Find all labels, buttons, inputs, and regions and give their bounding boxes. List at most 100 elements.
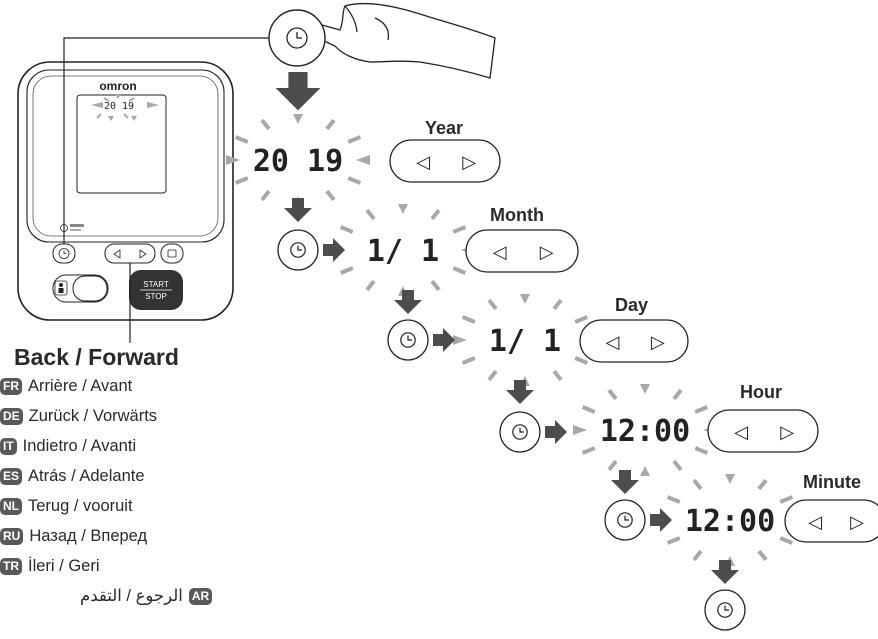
- flash-ray-group: [573, 384, 717, 476]
- svg-text:STOP: STOP: [145, 292, 167, 301]
- down-arrow-icon: [394, 290, 422, 314]
- clock-button[interactable]: [499, 411, 541, 453]
- right-arrow-icon: [323, 238, 345, 262]
- flash-ray: [339, 225, 354, 234]
- clock-button[interactable]: [277, 229, 319, 271]
- flash-ray: [552, 298, 563, 311]
- forward-icon: ▷: [462, 152, 476, 173]
- flash-ray-group: [453, 294, 597, 386]
- back-icon: ◁: [416, 152, 430, 173]
- clock-button[interactable]: [604, 499, 646, 541]
- flash-ray: [487, 298, 498, 311]
- flash-ray: [430, 208, 441, 221]
- step-label-year: Year: [425, 118, 464, 138]
- flash-ray: [640, 384, 650, 394]
- step-nav-buttons: ◁▷◁▷◁▷◁▷◁▷: [389, 139, 878, 543]
- flash-ray: [694, 405, 709, 414]
- step-label-hour: Hour: [740, 382, 782, 402]
- flash-ray: [234, 135, 249, 144]
- forward-icon: ▷: [540, 242, 554, 263]
- step-display-value: 20 19: [253, 144, 343, 179]
- back-forward-button[interactable]: ◁▷: [389, 139, 501, 183]
- clock-button-final[interactable]: [704, 589, 746, 631]
- start-stop-button[interactable]: START STOP: [129, 270, 183, 310]
- flash-ray: [452, 266, 467, 275]
- back-forward-button[interactable]: ◁▷: [579, 319, 689, 363]
- back-icon: ◁: [605, 332, 619, 353]
- flash-ray: [234, 176, 249, 185]
- lang-code-badge: TR: [0, 557, 22, 575]
- flash-ray: [260, 189, 271, 202]
- flash-ray: [552, 369, 563, 382]
- flash-ray: [226, 155, 240, 165]
- right-arrow-icon: [433, 328, 455, 352]
- lang-code-badge: AR: [188, 587, 213, 605]
- flash-ray: [487, 369, 498, 382]
- flash-ray: [325, 118, 336, 131]
- mini-screen-flash-rays: [91, 94, 159, 121]
- step-display-value: 1/ 1: [489, 324, 561, 359]
- flash-ray: [607, 459, 618, 472]
- flash-ray: [398, 204, 408, 214]
- right-arrow-icon: [545, 420, 567, 444]
- back-icon: ◁: [493, 242, 507, 263]
- flash-ray: [339, 266, 354, 275]
- back-forward-button-small[interactable]: [104, 243, 156, 264]
- clock-button-large[interactable]: [268, 9, 326, 67]
- down-arrow-icon: [275, 72, 321, 111]
- lang-code-badge: FR: [0, 377, 22, 395]
- flash-ray: [666, 495, 681, 504]
- flash-ray: [581, 446, 596, 455]
- flash-ray: [461, 315, 476, 324]
- flash-ray: [672, 388, 683, 401]
- flash-ray: [757, 549, 768, 562]
- flash-ray: [692, 478, 703, 491]
- flash-ray: [520, 294, 530, 304]
- flash-ray: [356, 155, 370, 165]
- flash-ray: [694, 446, 709, 455]
- back-icon: ◁: [734, 422, 748, 443]
- back-forward-button[interactable]: ◁▷: [465, 229, 579, 273]
- hand-pointer-icon: [295, 2, 496, 79]
- down-arrow-icon: [284, 198, 312, 222]
- flash-ray: [347, 176, 362, 185]
- lang-code-badge: NL: [0, 497, 22, 515]
- flash-ray: [692, 549, 703, 562]
- clock-button[interactable]: [387, 319, 429, 361]
- flash-ray: [325, 189, 336, 202]
- step-label-month: Month: [490, 205, 544, 225]
- back-forward-button[interactable]: ◁▷: [784, 499, 878, 543]
- step-label-day: Day: [615, 295, 649, 315]
- step-display-value: 12:00: [685, 504, 775, 539]
- flash-ray: [574, 356, 589, 365]
- lang-code-badge: IT: [0, 437, 17, 455]
- right-arrow-icon: [650, 508, 672, 532]
- back-forward-button[interactable]: ◁▷: [707, 409, 819, 453]
- flash-ray: [347, 135, 362, 144]
- memory-button[interactable]: [160, 243, 184, 264]
- step-display-value: 1/ 1: [367, 234, 439, 269]
- leader-lines: [63, 37, 270, 343]
- lang-code-badge: DE: [0, 407, 23, 425]
- clock-button[interactable]: [52, 243, 76, 264]
- step-label-minute: Minute: [803, 472, 861, 492]
- flash-ray: [452, 225, 467, 234]
- step-display-value: 12:00: [600, 414, 690, 449]
- flash-ray: [365, 279, 376, 292]
- flash-ray: [607, 388, 618, 401]
- flash-ray: [779, 495, 794, 504]
- user-select-switch[interactable]: [52, 274, 109, 303]
- svg-text:START: START: [143, 280, 169, 289]
- flash-ray: [725, 474, 735, 484]
- forward-icon: ▷: [850, 512, 864, 533]
- flash-ray: [581, 405, 596, 414]
- flash-ray: [640, 466, 650, 476]
